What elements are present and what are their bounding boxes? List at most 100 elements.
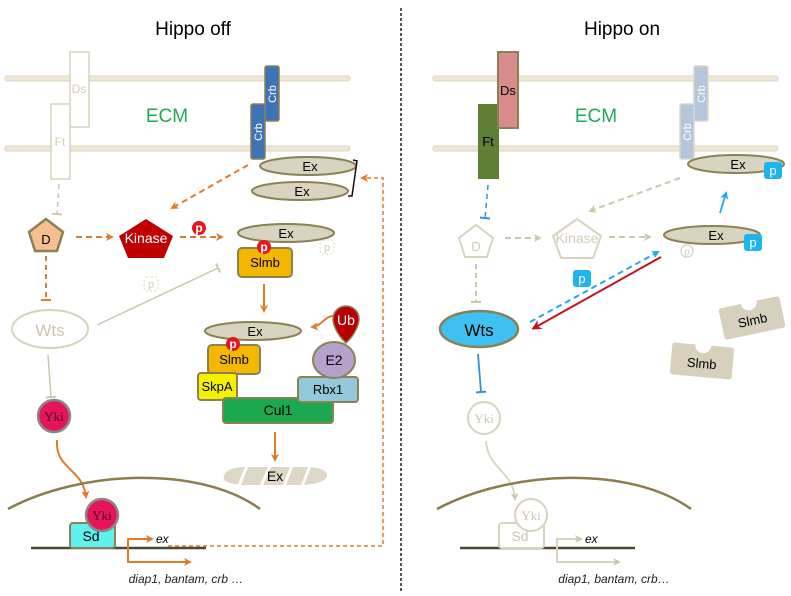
panel-hippo-off: Hippo off Ds Ft ECM Crb Crb Ex	[4, 19, 384, 586]
ex-label: Ex	[302, 159, 318, 174]
wts-to-ex-phosphorylation-arrow	[529, 251, 660, 323]
wts-node-off: Wts	[11, 309, 89, 349]
svg-text:Sd: Sd	[82, 528, 99, 544]
svg-text:Slmb: Slmb	[686, 355, 717, 373]
svg-text:p: p	[260, 240, 267, 254]
gene-ex-label: ex	[156, 532, 170, 546]
svg-text:Ex: Ex	[267, 468, 283, 484]
gene-ex-label-on: ex	[585, 532, 599, 546]
target-gene-transcription-arrow-on	[556, 548, 621, 566]
crb-to-kinase-arrow-on	[588, 177, 681, 213]
panel-title-on: Hippo on	[584, 19, 660, 40]
crb-receptor-upper: Crb	[264, 65, 280, 122]
crb-receptor-lower: Crb	[250, 103, 266, 160]
yki-nucleus-off: Yki	[84, 497, 120, 533]
svg-text:p: p	[229, 337, 236, 351]
ex-slimb-complex: Ex Slmb p p	[237, 223, 335, 278]
svg-text:Kinase: Kinase	[556, 230, 599, 246]
yki-nuclear-entry-arrow	[55, 439, 90, 499]
svg-text:D: D	[471, 239, 480, 254]
svg-text:Yki: Yki	[92, 508, 112, 523]
ubiquitin-ligase-complex: Ex Slmb p SkpA Cul1 Rbx1 E2 Ub	[197, 305, 360, 424]
nuclear-envelope-on	[436, 476, 692, 511]
svg-text:Crb: Crb	[696, 85, 708, 103]
ds-label: Ds	[72, 82, 87, 96]
svg-text:Kinase: Kinase	[125, 230, 168, 246]
d-node: D	[27, 217, 65, 253]
svg-text:p: p	[684, 247, 690, 258]
slimb-free-2: Slmb	[669, 342, 735, 380]
panel-hippo-on: Hippo on Ft Ds ECM Crb Crb Ex p	[432, 19, 786, 586]
kinase-node: Kinase	[119, 219, 173, 258]
nuclear-envelope	[7, 476, 261, 511]
ex-membrane-2: Ex	[251, 181, 349, 201]
crb-lower-label: Crb	[253, 123, 265, 141]
wts-to-ex-inhibit	[96, 263, 222, 326]
wts-node-on: Wts	[438, 309, 520, 349]
ex-to-wts-activation-arrow	[531, 256, 662, 330]
ds-receptor-on: Ds	[497, 51, 519, 129]
ex-bracket	[348, 159, 358, 197]
svg-text:p: p	[195, 221, 202, 235]
svg-text:Ex: Ex	[730, 157, 746, 172]
svg-text:Slmb: Slmb	[736, 310, 768, 331]
svg-text:SkpA: SkpA	[201, 379, 232, 394]
ft-label: Ft	[55, 135, 66, 149]
ex-feedback-arrow	[168, 174, 384, 547]
svg-text:Slmb: Slmb	[250, 255, 280, 270]
svg-text:p: p	[148, 279, 154, 291]
ds-receptor: Ds	[69, 51, 90, 128]
svg-text:p: p	[324, 242, 330, 254]
yki-nucleus-on: Yki	[514, 498, 548, 532]
svg-text:Yki: Yki	[44, 409, 64, 424]
crb-upper-label: Crb	[267, 85, 279, 103]
kinase-node-on: Kinase	[551, 217, 603, 259]
svg-text:Ft: Ft	[482, 134, 494, 149]
faded-phospho-off: p	[143, 276, 159, 292]
target-genes-label-on: diap1, bantam, crb…	[558, 572, 669, 586]
svg-text:Ex: Ex	[247, 324, 263, 339]
svg-text:D: D	[41, 232, 50, 247]
yki-cytoplasm-on: Yki	[467, 401, 501, 435]
phospho-badge-wts: p	[573, 270, 591, 287]
ex-label: Ex	[294, 184, 310, 199]
phospho-badge-kinase: p	[192, 221, 206, 235]
svg-text:p: p	[749, 235, 756, 250]
membrane-outer	[4, 75, 351, 82]
ubiquitin-drop	[332, 305, 360, 345]
svg-text:Sd: Sd	[511, 528, 528, 544]
svg-text:Cul1: Cul1	[264, 402, 293, 418]
svg-text:Wts: Wts	[464, 321, 493, 340]
svg-text:Crb: Crb	[682, 123, 694, 141]
svg-text:Wts: Wts	[35, 321, 64, 340]
svg-text:p: p	[578, 271, 585, 286]
ft-receptor-on: Ft	[478, 104, 499, 179]
svg-text:Ds: Ds	[500, 83, 516, 98]
target-gene-transcription-arrow	[127, 548, 192, 566]
ft-to-d-inhibit-on	[479, 184, 491, 220]
e2-node	[312, 341, 356, 379]
d-node-on: D	[457, 223, 495, 258]
svg-text:E2: E2	[325, 352, 342, 368]
wts-to-yki-inhibit-on	[475, 353, 487, 394]
crb-receptor-lower-on: Crb	[679, 103, 695, 160]
target-genes-label: diap1, bantam, crb …	[129, 572, 244, 586]
ex-membrane-on: Ex p	[687, 154, 785, 179]
slimb-free-1: Slmb	[718, 296, 786, 340]
crb-receptor-upper-on: Crb	[693, 65, 709, 122]
skpa-box	[197, 372, 238, 401]
degraded-ex: Ex	[223, 467, 328, 485]
ub-transfer-arrow	[310, 315, 334, 331]
svg-text:Rbx1: Rbx1	[313, 382, 343, 397]
svg-text:Ex: Ex	[278, 226, 294, 241]
ex-membrane-1: Ex	[259, 156, 357, 176]
ft-receptor: Ft	[50, 103, 71, 180]
wts-to-yki-inhibit	[45, 354, 57, 399]
svg-text:Ex: Ex	[708, 228, 724, 243]
yki-cytoplasm-off: Yki	[36, 398, 72, 434]
svg-text:Yki: Yki	[474, 411, 494, 426]
ex-to-membrane-arrow-on	[719, 191, 729, 214]
yki-nuclear-entry-arrow-on	[485, 440, 519, 501]
svg-text:p: p	[769, 163, 776, 178]
